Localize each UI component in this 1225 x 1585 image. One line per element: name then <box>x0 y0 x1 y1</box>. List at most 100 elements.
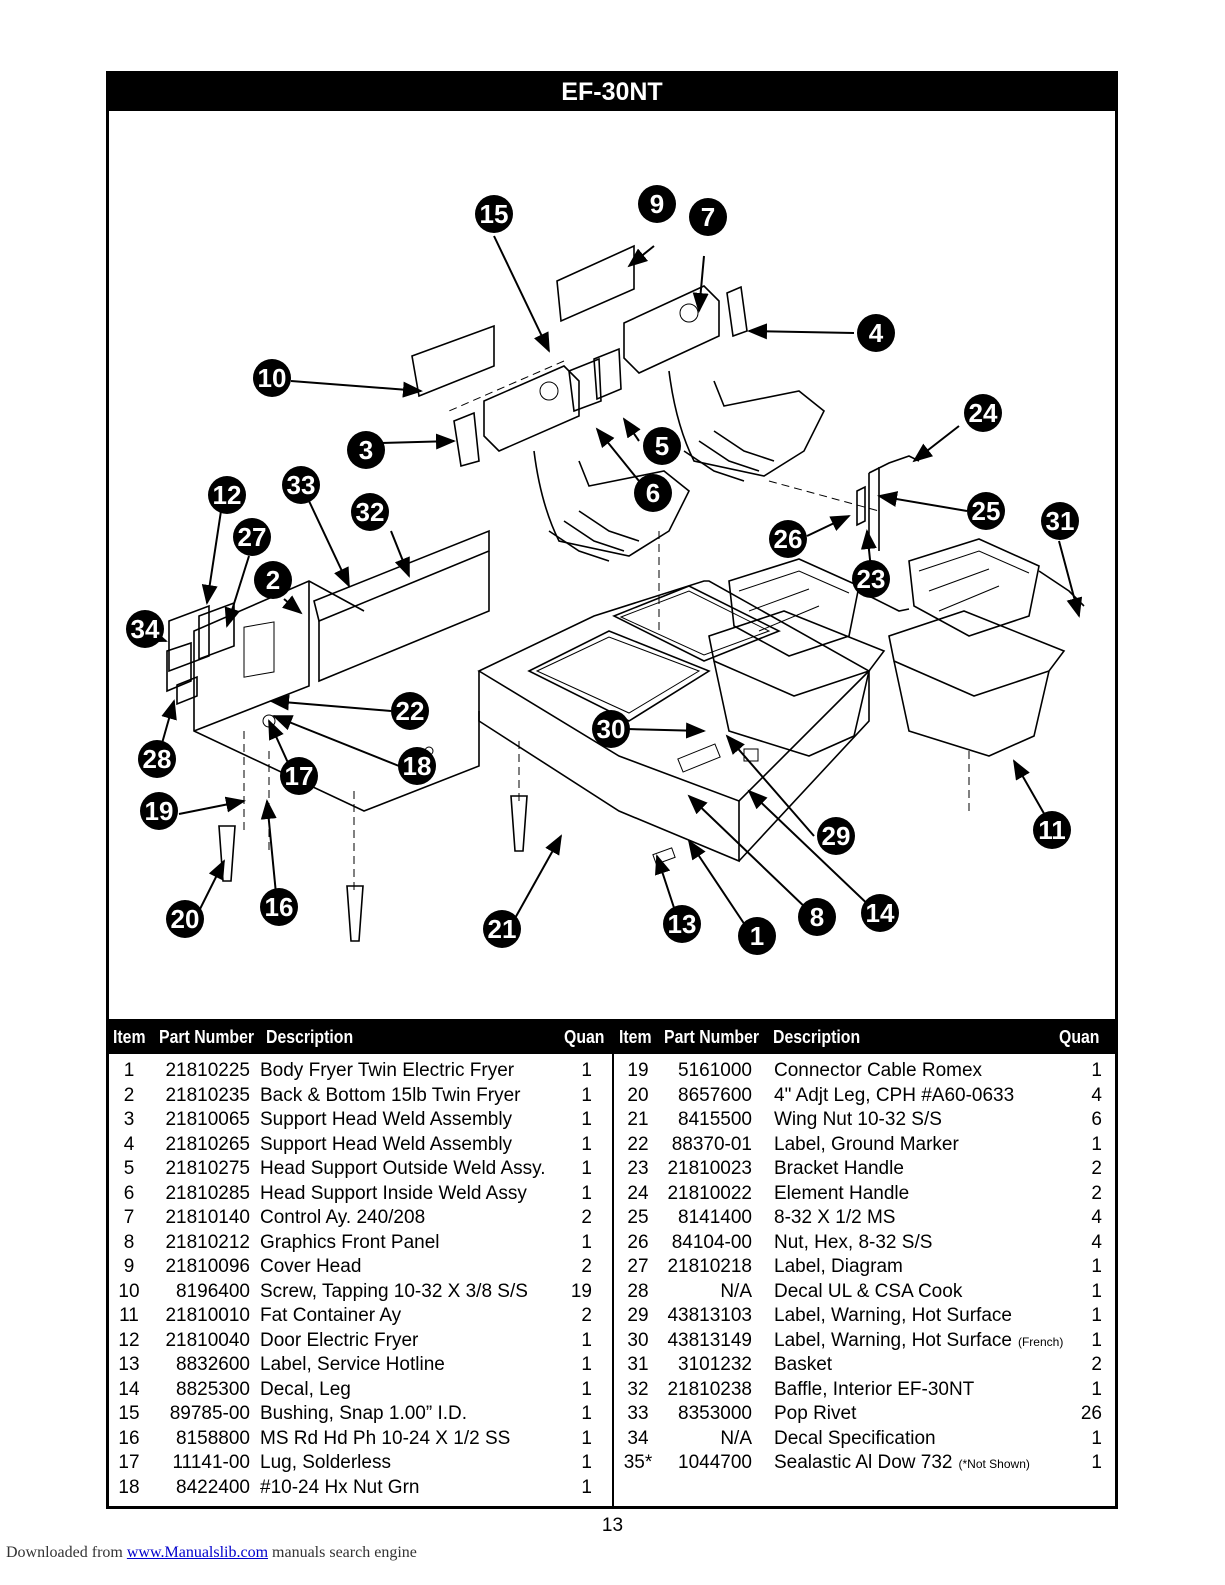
svg-text:7: 7 <box>701 202 715 232</box>
cell-qty: 1 <box>1091 1060 1102 1081</box>
cell-item: 31 <box>627 1354 649 1375</box>
cell-desc: Label, Diagram <box>774 1255 903 1280</box>
cell-item: 1 <box>123 1060 135 1081</box>
svg-text:25: 25 <box>972 496 1001 526</box>
cell-item: 33 <box>627 1403 649 1424</box>
cell-desc-text: Control Ay. 240/208 <box>260 1207 426 1228</box>
cell-item: 20 <box>627 1084 649 1106</box>
cell-desc: Head Support Inside Weld Assy <box>260 1182 527 1207</box>
cell-desc-text: Graphics Front Panel <box>260 1231 440 1253</box>
cell-qty: 1 <box>1091 1133 1102 1155</box>
callout-14: 14 <box>861 894 899 932</box>
parts-table-body: 1 21810225 Body Fryer Twin Electric Fryer 1… <box>109 1054 1115 1506</box>
svg-text:3: 3 <box>359 435 373 465</box>
cell-item: 22 <box>627 1133 649 1155</box>
cell-part: N/A <box>720 1427 752 1449</box>
parts-table-header: Item Part Number Description Quan Item P… <box>109 1019 1115 1054</box>
cell-desc: MS Rd Hd Ph 10-24 X 1/2 SS <box>260 1427 510 1452</box>
cell-desc-text: Sealastic Al Dow 732 <box>774 1452 953 1473</box>
cell-desc-text: Head Support Inside Weld Assy <box>260 1182 527 1204</box>
cell-item: 14 <box>118 1378 140 1400</box>
cell-desc: Decal Specification <box>774 1427 936 1452</box>
cell-desc: Fat Container Ay <box>260 1304 401 1329</box>
cell-desc: Body Fryer Twin Electric Fryer <box>260 1059 514 1084</box>
element-handle-drawing <box>856 455 920 551</box>
svg-text:8: 8 <box>810 902 824 932</box>
cell-desc-text: 4" Adjt Leg, CPH #A60-0633 <box>774 1084 1015 1106</box>
cell-item: 10 <box>118 1280 140 1302</box>
cell-qty: 2 <box>1091 1354 1102 1375</box>
cell-desc: Pop Rivet <box>774 1402 856 1427</box>
svg-text:1: 1 <box>750 921 764 951</box>
cell-part: 11141-00 <box>172 1452 250 1473</box>
cell-part: 8158800 <box>176 1427 250 1449</box>
cell-desc-text: Screw, Tapping 10-32 X 3/8 S/S <box>260 1280 528 1302</box>
cell-part: 21810140 <box>165 1207 250 1228</box>
svg-text:9: 9 <box>650 189 664 219</box>
callout-22: 22 <box>391 692 429 730</box>
header-desc-right: Description <box>773 1027 861 1047</box>
svg-text:28: 28 <box>143 744 172 774</box>
header-item-left: Item <box>113 1027 146 1047</box>
cell-part: 8832600 <box>176 1354 250 1375</box>
cell-desc: Support Head Weld Assembly <box>260 1133 512 1158</box>
svg-text:22: 22 <box>396 696 425 726</box>
callout-32: 32 <box>351 493 389 531</box>
baffle-drawing <box>313 529 490 683</box>
callout-1: 1 <box>738 917 776 955</box>
footer-prefix: Downloaded from <box>6 1544 127 1561</box>
cell-part: 21810023 <box>667 1158 752 1179</box>
cell-desc-text: Wing Nut 10-32 S/S <box>774 1109 942 1130</box>
cell-desc-text: Fat Container Ay <box>260 1305 402 1326</box>
svg-text:21: 21 <box>488 914 517 944</box>
cell-item: 13 <box>118 1354 140 1375</box>
svg-text:18: 18 <box>403 751 432 781</box>
cell-qty: 1 <box>1091 1329 1102 1351</box>
cell-desc: Support Head Weld Assembly <box>260 1108 512 1133</box>
manualslib-link[interactable]: www.Manualslib.com <box>126 1544 269 1561</box>
cell-qty: 1 <box>1091 1256 1102 1277</box>
cell-desc: 8-32 X 1/2 MS <box>774 1206 895 1231</box>
cell-desc-text: Pop Rivet <box>774 1403 857 1424</box>
header-qty-right: Quan <box>1059 1027 1100 1047</box>
cell-desc-text: Label, Warning, Hot Surface <box>774 1305 1012 1326</box>
cell-item: 34 <box>627 1427 649 1449</box>
cell-part: 8141400 <box>678 1207 752 1228</box>
callout-31: 31 <box>1041 502 1079 540</box>
cell-item: 16 <box>118 1427 140 1449</box>
svg-text:33: 33 <box>287 470 316 500</box>
cell-desc: Wing Nut 10-32 S/S <box>774 1108 942 1133</box>
cell-part: 8825300 <box>176 1378 250 1400</box>
svg-text:14: 14 <box>866 898 895 928</box>
cell-part: 8353000 <box>678 1403 752 1424</box>
cell-part: 21810235 <box>165 1084 250 1106</box>
cell-item: 27 <box>627 1256 649 1277</box>
cell-part: 21810225 <box>165 1060 250 1081</box>
model-title: EF-30NT <box>109 74 1115 111</box>
cell-desc: Label, Ground Marker <box>774 1133 959 1158</box>
cell-part: 8422400 <box>176 1476 250 1498</box>
cell-desc-text: Label, Service Hotline <box>260 1354 445 1375</box>
cell-item: 21 <box>627 1109 649 1130</box>
parts-sheet: EF-30NT <box>106 71 1118 1509</box>
cell-qty: 1 <box>581 1403 592 1424</box>
cell-part: 1044700 <box>678 1452 752 1473</box>
cell-desc: Baffle, Interior EF-30NT <box>774 1378 974 1403</box>
footer-suffix: manuals search engine <box>268 1544 417 1561</box>
cell-desc: Control Ay. 240/208 <box>260 1206 425 1231</box>
cell-qty: 1 <box>581 1084 592 1106</box>
header-part-right: Part Number <box>664 1027 760 1047</box>
cell-desc-text: Door Electric Fryer <box>260 1329 419 1351</box>
